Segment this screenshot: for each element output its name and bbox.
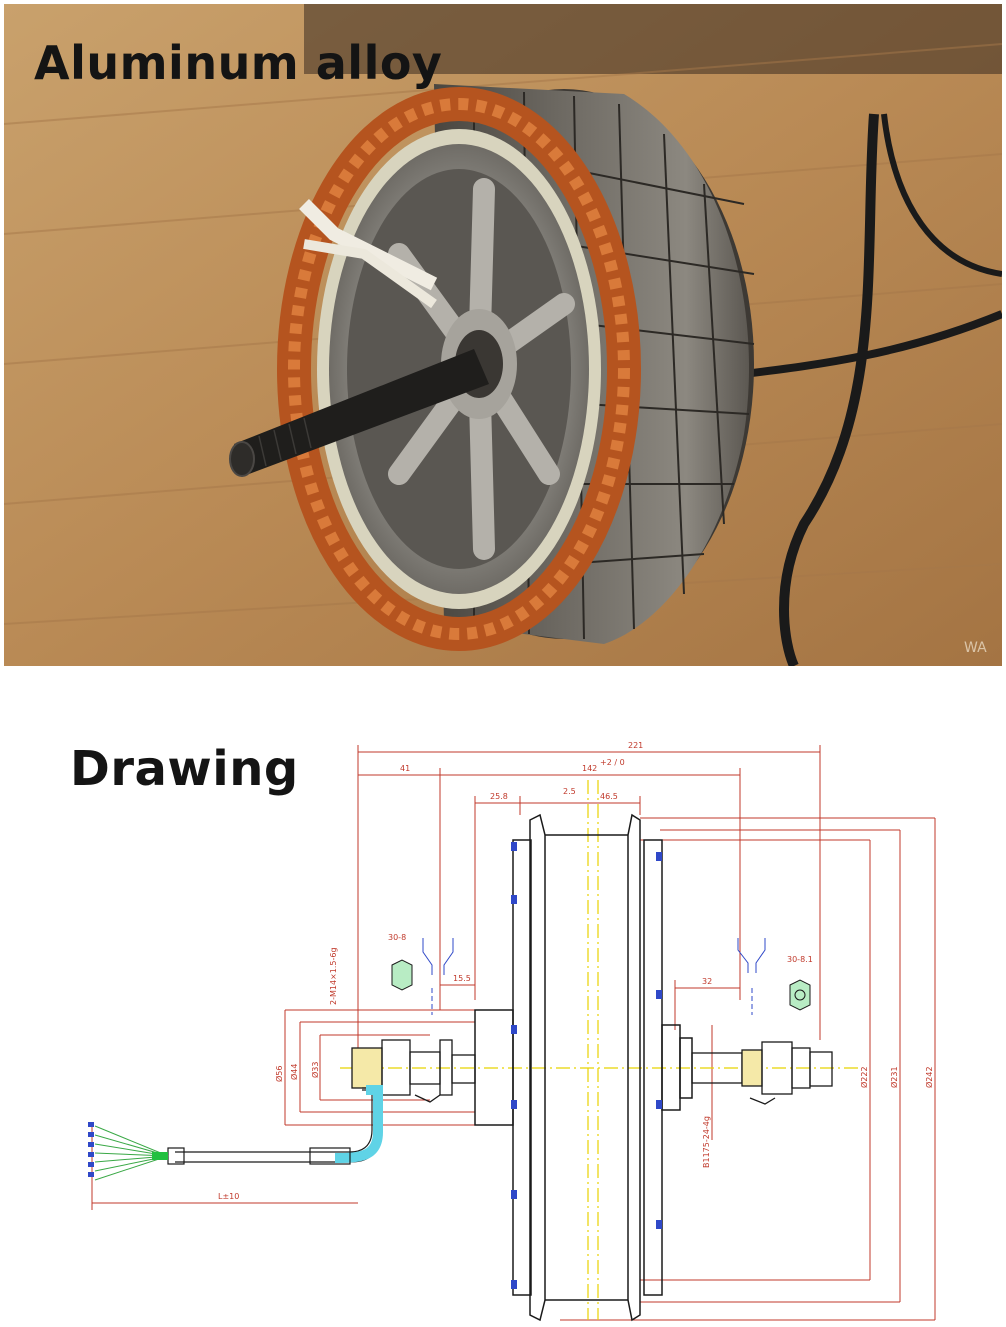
dim-right-spacer: 32 [702,977,712,986]
dim-center-gap: 2.5 [563,787,576,796]
dim-diameter-231: Ø231 [889,1066,899,1088]
dim-thread-spec: 2-M14×1.5-6g [329,947,338,1005]
dim-diameter-44: Ø44 [289,1064,299,1080]
technical-drawing: 221 41 142 +2 / 0 25.8 2.5 46.5 30-8 30-… [0,670,1006,1327]
motor-photo-illustration: WA [4,4,1002,666]
dim-nut-right: 30-8.1 [787,955,813,964]
dim-hub-width: 142 [582,764,597,773]
drawing-section-title: Drawing [70,741,299,797]
dim-right-half: 46.5 [600,792,618,801]
dim-diameter-222: Ø222 [859,1066,869,1088]
dim-nut-left: 30-8 [388,933,406,942]
motor-photo: WA [4,4,1002,666]
dim-overall-width: 221 [628,741,643,750]
dim-diameter-56: Ø56 [274,1066,284,1082]
dim-diameter-33: Ø33 [310,1062,320,1078]
dim-diameter-242: Ø242 [924,1066,934,1088]
hub-motor-drawing: 221 41 142 +2 / 0 25.8 2.5 46.5 30-8 30-… [88,741,936,1322]
watermark-text: WA [964,640,987,656]
dim-left-offset: 41 [400,764,410,773]
dim-cable-length: L±10 [218,1192,239,1201]
dim-hub-width-tolerance: +2 / 0 [600,758,625,767]
dim-left-shoulder: 15.5 [453,974,471,983]
dim-left-flange: 25.8 [490,792,508,801]
dim-bearing-spec: B1175-24-4g [702,1116,711,1168]
photo-section-title: Aluminum alloy [34,36,443,90]
